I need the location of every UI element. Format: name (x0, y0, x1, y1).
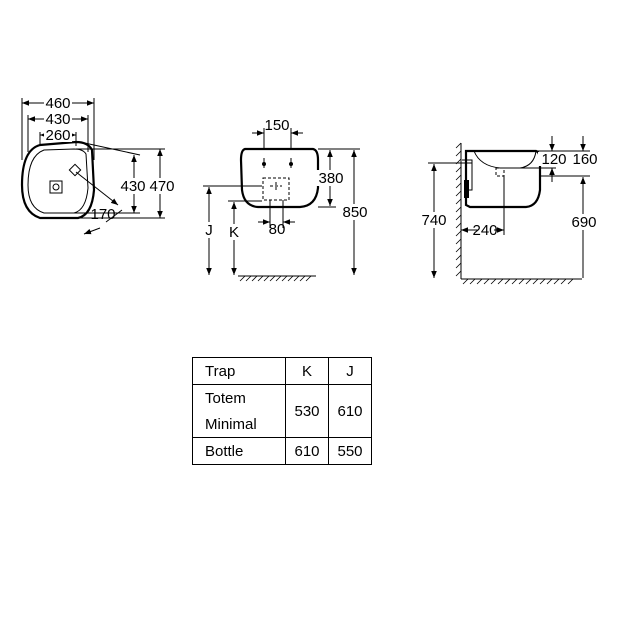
dim-80: 80 (269, 221, 286, 238)
dim-430-depth: 430 (120, 178, 145, 195)
label-k: K (229, 224, 239, 241)
trap-names: Totem Minimal (192, 384, 286, 438)
drain (49, 180, 63, 194)
trap-hidden (262, 177, 290, 201)
dim-170: 170 (90, 206, 115, 223)
dim-240: 240 (472, 222, 497, 239)
dim-120: 120 (541, 151, 566, 168)
basin-front-outline (239, 147, 320, 209)
dim-470-depth: 470 (149, 178, 174, 195)
drain-hole (52, 183, 60, 191)
basin-side-bowl (473, 150, 537, 169)
trap-bottle: Bottle (192, 437, 286, 465)
dim-160: 160 (572, 151, 597, 168)
dim-740: 740 (421, 212, 446, 229)
floor-hatch (239, 275, 312, 282)
trap-minimal: Minimal (205, 415, 257, 433)
dim-150: 150 (264, 117, 289, 134)
table-row: Bottle 610 550 (192, 437, 372, 465)
header-j: J (328, 357, 372, 385)
fixing (464, 180, 469, 198)
trap-table: Trap K J Totem Minimal 530 610 Bottle 61… (192, 357, 372, 465)
cell-j-bottle: 550 (328, 437, 372, 465)
cell-k-bottle: 610 (285, 437, 329, 465)
dim-850: 850 (342, 204, 367, 221)
basin-side-outline (464, 149, 542, 209)
table-header-row: Trap K J (192, 357, 372, 385)
side-view: 740 120 160 690 240 (418, 136, 599, 285)
cell-k-merged: 530 (285, 384, 329, 438)
dim-260: 260 (45, 127, 70, 144)
front-view: 150 80 380 850 J K (201, 117, 369, 282)
dim-690: 690 (571, 214, 596, 231)
dim-460: 460 (45, 95, 70, 112)
label-j: J (205, 222, 213, 239)
cell-j-merged: 610 (328, 384, 372, 438)
table-row: Totem Minimal 530 610 (192, 384, 372, 438)
side-floor-hatch (462, 278, 574, 285)
trap-totem: Totem (205, 389, 246, 407)
dim-430: 430 (45, 111, 70, 128)
header-k: K (285, 357, 329, 385)
top-view: 460 430 260 430 470 170 (20, 95, 177, 235)
dim-380: 380 (318, 170, 343, 187)
header-trap: Trap (192, 357, 286, 385)
